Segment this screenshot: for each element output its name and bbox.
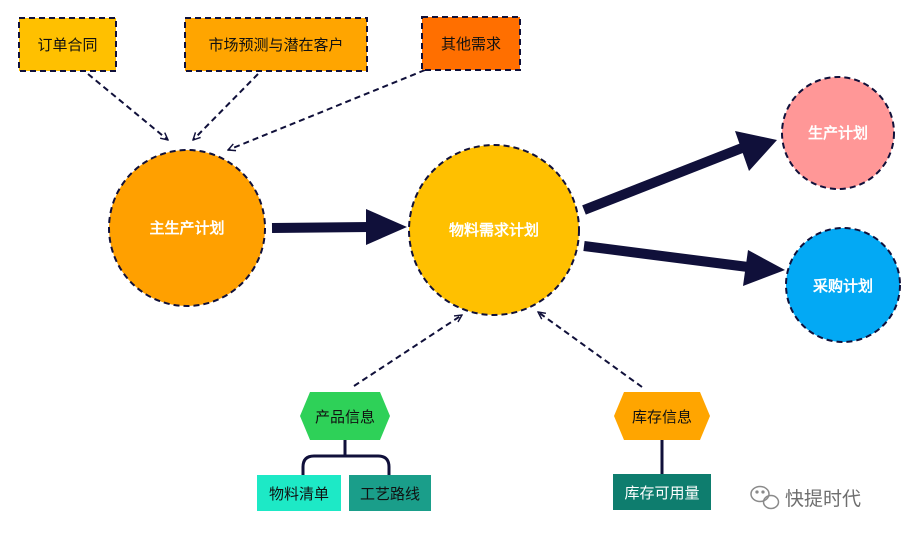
arrow-mps-to-mrp (271, 209, 407, 245)
product-tree-connector (301, 440, 391, 476)
arrow-market-to-mps (193, 73, 259, 140)
bom-label: 物料清单 (269, 485, 329, 503)
bom-box: 物料清单 (257, 475, 341, 511)
arrow-other-to-mps (228, 69, 426, 150)
purchase-plan-label: 采购计划 (812, 277, 873, 295)
wechat-icon (750, 485, 780, 510)
production-plan-node: 生产计划 (781, 76, 895, 190)
inventory-info-label: 库存信息 (632, 408, 692, 426)
arrow-order-to-mps (87, 73, 168, 140)
order-contract-label: 订单合同 (37, 36, 97, 54)
product-info-node: 产品信息 (300, 392, 390, 440)
market-forecast-box: 市场预测与潜在客户 (184, 17, 368, 72)
inventory-available-label: 库存可用量 (624, 484, 699, 502)
watermark-text: 快提时代 (785, 488, 861, 510)
routing-box: 工艺路线 (349, 475, 431, 511)
arrow-inventory-to-mrp (538, 312, 643, 388)
mps-node: 主生产计划 (108, 149, 266, 307)
inventory-available-box: 库存可用量 (613, 474, 711, 510)
inventory-info-node: 库存信息 (614, 392, 710, 440)
watermark: 快提时代 (750, 485, 861, 510)
arrow-mrp-to-production (582, 131, 777, 215)
order-contract-box: 订单合同 (18, 17, 117, 72)
market-forecast-label: 市场预测与潜在客户 (208, 36, 343, 54)
other-demand-label: 其他需求 (441, 35, 501, 53)
routing-label: 工艺路线 (360, 485, 420, 503)
mrp-node: 物料需求计划 (408, 144, 580, 316)
product-info-label: 产品信息 (315, 408, 375, 426)
arrow-product-to-mrp (353, 315, 462, 387)
arrow-mrp-to-purchase (583, 241, 785, 286)
other-demand-box: 其他需求 (421, 16, 521, 71)
mrp-label: 物料需求计划 (449, 221, 539, 239)
production-plan-label: 生产计划 (808, 124, 868, 142)
mps-label: 主生产计划 (149, 219, 224, 237)
purchase-plan-node: 采购计划 (785, 227, 901, 343)
